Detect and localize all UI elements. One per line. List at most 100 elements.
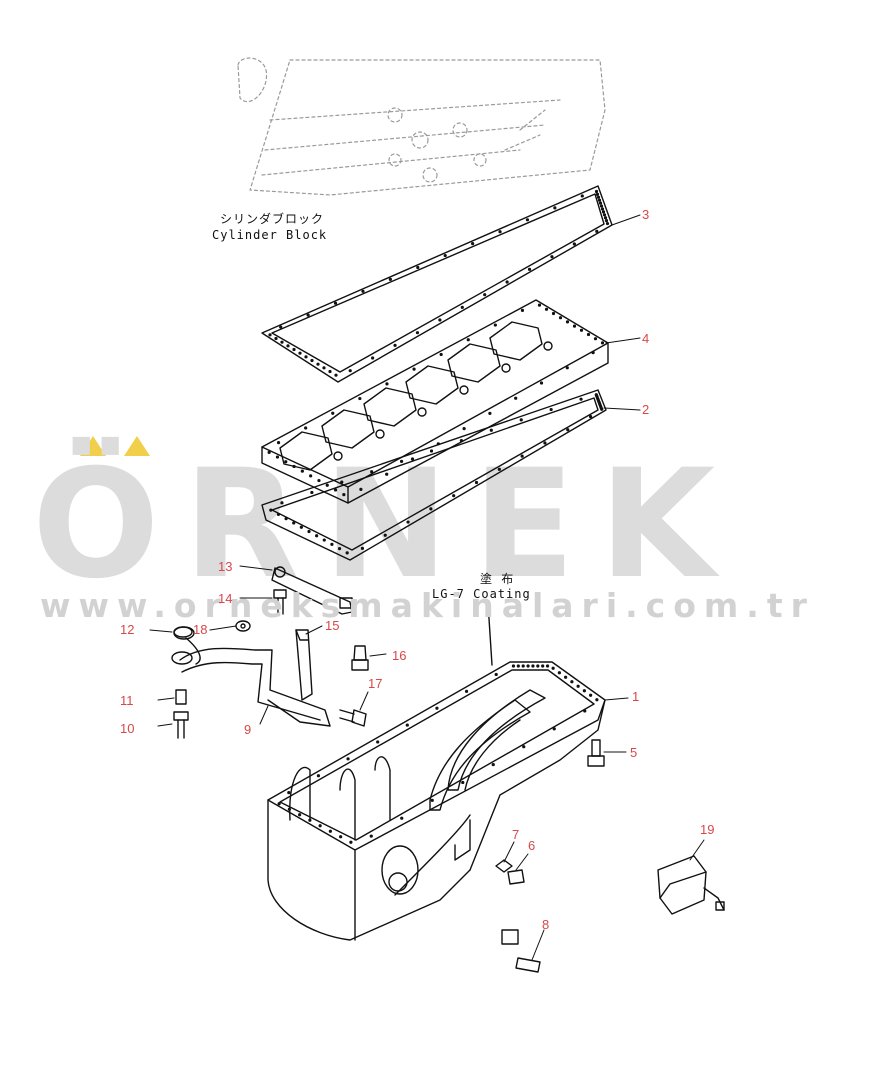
callout-12[interactable]: 12 <box>120 622 135 637</box>
bolt-hole <box>337 546 342 551</box>
bolt-hole <box>280 340 284 344</box>
bolt-hole <box>537 303 542 307</box>
coating-label-jp: 塗 布 <box>480 572 515 586</box>
bolt-hole <box>601 210 606 214</box>
bolt-hole <box>602 213 607 217</box>
callout-leaders <box>149 214 705 961</box>
callout-9[interactable]: 9 <box>244 722 252 737</box>
callout-6[interactable]: 6 <box>528 838 536 853</box>
bolt-hole <box>358 396 362 401</box>
bolt-hole <box>544 307 549 311</box>
bolt-hole <box>550 255 554 259</box>
bolt-hole <box>399 459 404 463</box>
bolt-hole <box>464 689 469 693</box>
part-10-bolt <box>173 711 189 739</box>
part-1-bolt-holes <box>277 664 599 844</box>
bolt-hole <box>287 790 291 795</box>
bolt-hole <box>315 534 319 538</box>
callout-1[interactable]: 1 <box>632 689 640 704</box>
bolt-hole <box>582 689 586 693</box>
bolt-hole <box>570 680 574 684</box>
part-13-bracket <box>271 566 353 615</box>
bolt-hole <box>277 802 281 806</box>
callout-5[interactable]: 5 <box>630 745 638 760</box>
bolt-hole <box>579 328 584 332</box>
bolt-hole <box>593 337 598 341</box>
bolt-hole <box>304 426 308 430</box>
dowel-hole <box>333 451 343 461</box>
bolt-hole <box>405 723 409 727</box>
callout-13[interactable]: 13 <box>218 559 233 574</box>
bolt-hole <box>292 521 296 525</box>
callout-17[interactable]: 17 <box>368 676 383 691</box>
bolt-hole <box>267 450 271 454</box>
bolt-hole <box>516 664 520 668</box>
cylinder-block-label-en: Cylinder Block <box>212 228 328 242</box>
bolt-hole <box>284 460 288 464</box>
callout-8[interactable]: 8 <box>542 917 550 932</box>
bolt-hole <box>471 242 475 246</box>
bolt-hole <box>551 666 555 670</box>
bolt-hole <box>461 780 465 785</box>
callout-7[interactable]: 7 <box>512 827 520 842</box>
part-11-collar <box>175 689 187 705</box>
bolt-hole <box>342 493 346 497</box>
bolt-hole <box>318 824 322 828</box>
bolt-hole <box>280 501 284 505</box>
part-19-sensor <box>657 855 725 915</box>
callout-18[interactable]: 18 <box>193 622 208 637</box>
bolt-hole <box>541 664 545 668</box>
bolt-hole <box>505 280 509 284</box>
bolt-hole <box>493 323 497 327</box>
bolt-hole <box>276 441 281 445</box>
dowel-hole <box>459 385 469 395</box>
bolt-hole <box>369 834 373 838</box>
bolt-hole <box>325 483 329 487</box>
coating-leader-line <box>487 602 493 666</box>
bolt-hole <box>551 311 556 316</box>
bolt-hole <box>292 464 296 469</box>
bolt-hole <box>514 396 518 400</box>
callout-10[interactable]: 10 <box>120 721 135 736</box>
bolt-hole <box>269 508 273 512</box>
part-2-gasket <box>261 389 607 561</box>
cylinder-opening <box>363 387 417 427</box>
bolt-hole <box>400 816 404 820</box>
bolt-hole <box>383 533 387 537</box>
callout-19[interactable]: 19 <box>700 822 715 837</box>
bolt-hole <box>599 204 604 208</box>
cylinder-block-label-jp: シリンダブロック <box>220 212 325 226</box>
coating-label-en: LG-7 Coating <box>432 587 531 601</box>
part-9-suction-pipe <box>171 626 331 727</box>
bolt-hole <box>388 277 392 281</box>
callout-2[interactable]: 2 <box>642 402 650 417</box>
part-14-bolt <box>273 589 287 615</box>
bolt-hole <box>310 358 314 363</box>
bolt-hole <box>491 762 495 767</box>
bolt-hole <box>580 194 584 198</box>
bolt-hole <box>531 664 535 668</box>
bolt-hole <box>443 253 447 258</box>
callout-16[interactable]: 16 <box>392 648 407 663</box>
bolt-hole <box>416 265 420 270</box>
callout-14[interactable]: 14 <box>218 591 233 606</box>
callout-3[interactable]: 3 <box>642 207 650 222</box>
bolt-hole <box>462 427 466 431</box>
bolt-hole <box>274 336 278 341</box>
part-17-bolt <box>339 709 367 727</box>
bolt-hole <box>595 192 600 196</box>
bolt-hole <box>333 488 338 492</box>
cylinder-opening <box>321 409 375 449</box>
bolt-hole <box>370 470 374 474</box>
bolt-hole <box>527 267 532 271</box>
bolt-hole <box>483 293 487 297</box>
callout-11[interactable]: 11 <box>120 693 134 708</box>
part-4-cylinder-openings <box>279 321 553 471</box>
bolt-hole <box>595 229 599 233</box>
callout-15[interactable]: 15 <box>325 618 340 633</box>
callout-4[interactable]: 4 <box>642 331 650 346</box>
cylinder-opening <box>489 321 543 361</box>
bolt-hole <box>543 441 547 445</box>
bolt-hole <box>359 487 363 491</box>
bolt-hole <box>328 369 332 374</box>
